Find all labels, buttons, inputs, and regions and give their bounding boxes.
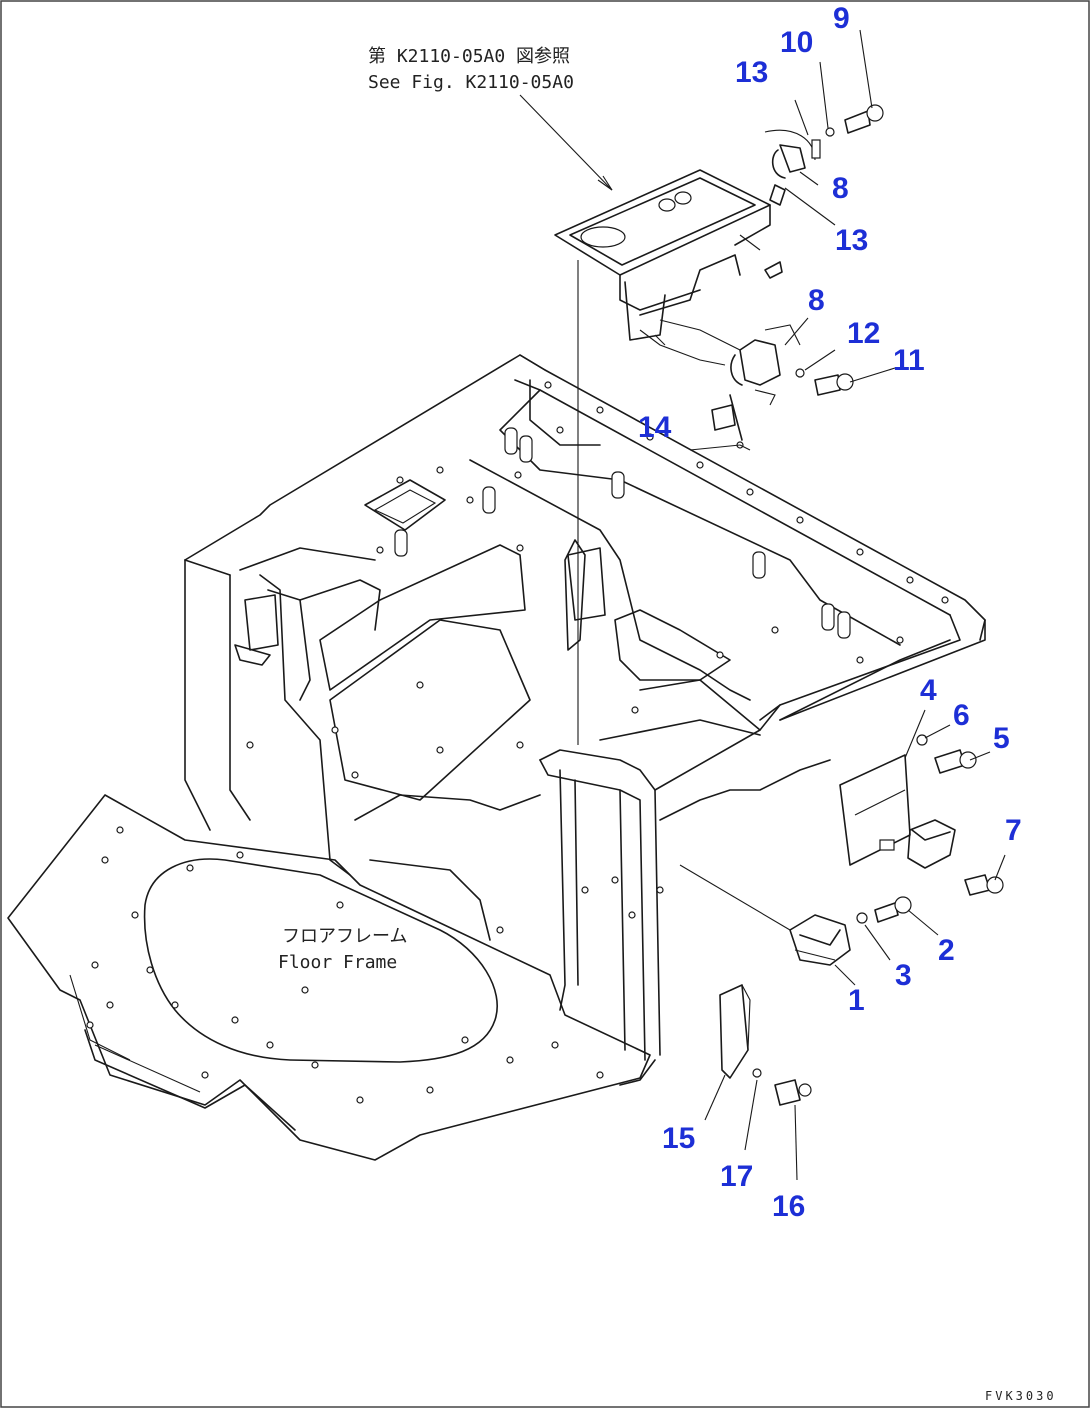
part-callout-17: 17 bbox=[720, 1160, 753, 1193]
frame-pillars bbox=[394, 427, 851, 639]
upper-clamp-parts bbox=[764, 104, 884, 179]
floor-frame-label-en: Floor Frame bbox=[278, 952, 397, 973]
part-callout-9: 9 bbox=[833, 2, 850, 35]
part-callout-10: 10 bbox=[780, 26, 813, 59]
part-callout-8-lower: 8 bbox=[808, 284, 825, 317]
switch-parts bbox=[789, 896, 912, 966]
reference-note-jp: 第 K2110-05A0 図参照 bbox=[368, 46, 570, 67]
part-callout-2: 2 bbox=[938, 934, 955, 967]
part-callout-13-lower: 13 bbox=[835, 224, 868, 257]
floor-frame-label-jp: フロアフレーム bbox=[282, 926, 407, 947]
lower-clamp-parts bbox=[639, 319, 854, 449]
relay-bracket-parts bbox=[839, 734, 1004, 896]
frame-bolt-holes bbox=[86, 381, 949, 1104]
leader-lines bbox=[519, 29, 1006, 1181]
floor-frame-drawing bbox=[7, 354, 986, 1161]
part-callout-7: 7 bbox=[1005, 814, 1022, 847]
part-callout-8-upper: 8 bbox=[832, 172, 849, 205]
part-callout-3: 3 bbox=[895, 959, 912, 992]
part-callout-11: 11 bbox=[893, 344, 925, 377]
part-callouts: 1 2 3 4 5 6 7 8 8 9 10 11 12 13 13 14 15… bbox=[638, 2, 1022, 1223]
part-callout-14: 14 bbox=[638, 411, 672, 444]
reference-note-en: See Fig. K2110-05A0 bbox=[368, 72, 574, 93]
part-callout-5: 5 bbox=[993, 722, 1010, 755]
part-callout-16: 16 bbox=[772, 1190, 805, 1223]
part-callout-13-upper: 13 bbox=[735, 56, 768, 89]
drawing-code: FVK3030 bbox=[985, 1389, 1057, 1403]
part-callout-12: 12 bbox=[847, 317, 880, 350]
part-callout-6: 6 bbox=[953, 699, 970, 732]
part-callout-1: 1 bbox=[848, 984, 865, 1017]
console-assembly-drawing bbox=[554, 169, 786, 341]
cover-parts bbox=[719, 984, 812, 1106]
part-callout-4: 4 bbox=[920, 674, 937, 707]
part-callout-15: 15 bbox=[662, 1122, 695, 1155]
